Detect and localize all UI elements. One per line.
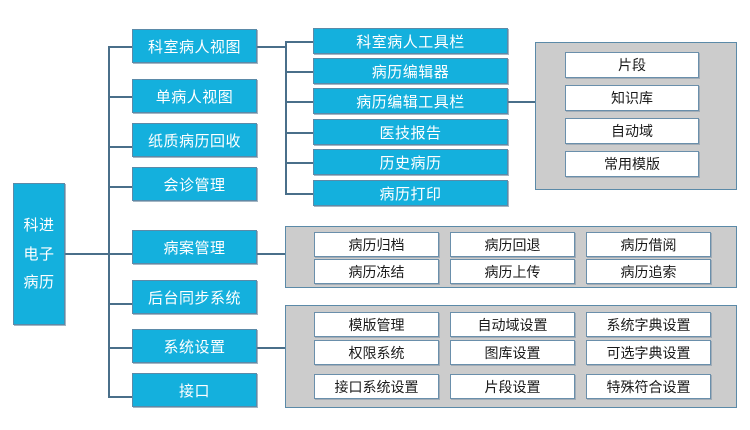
- root-line-3: 病历: [23, 273, 55, 292]
- leaf-auto-field[interactable]: 自动域: [565, 118, 699, 144]
- node-interface[interactable]: 接口: [132, 373, 257, 407]
- leaf-common-template[interactable]: 常用模版: [565, 151, 699, 177]
- leaf-label: 知识库: [611, 91, 653, 107]
- connector-settings-to-panel: [257, 347, 287, 349]
- connector-trunk-to-l2-2: [108, 96, 132, 98]
- leaf-label: 病历借阅: [620, 237, 677, 254]
- node-label: 接口: [178, 381, 210, 400]
- node-backend-sync-system[interactable]: 后台同步系统: [132, 280, 257, 314]
- leaf-label: 模版管理: [348, 317, 405, 334]
- root-line-1: 科进: [23, 216, 55, 235]
- node-label: 单病人视图: [155, 87, 234, 106]
- node-label: 医技报告: [379, 123, 442, 142]
- node-archive-management[interactable]: 病案管理: [132, 230, 257, 264]
- root-node[interactable]: 科进 电子 病历: [13, 183, 65, 325]
- leaf-label: 系统字典设置: [606, 317, 691, 334]
- leaf-auto-field-settings[interactable]: 自动域设置: [450, 312, 575, 337]
- leaf-fragment-settings[interactable]: 片段设置: [450, 374, 575, 399]
- node-label: 系统设置: [163, 337, 226, 356]
- node-dept-patient-view[interactable]: 科室病人视图: [132, 29, 257, 63]
- connector-l3-5: [285, 162, 315, 164]
- leaf-label: 病历回退: [484, 237, 541, 254]
- leaf-label: 自动域: [611, 124, 653, 140]
- leaf-record-borrow[interactable]: 病历借阅: [586, 232, 711, 257]
- leaf-label: 片段设置: [484, 379, 541, 396]
- leaf-label: 权限系统: [348, 345, 405, 362]
- node-label: 病历编辑器: [371, 62, 450, 81]
- leaf-label: 病历上传: [484, 264, 541, 281]
- connector-trunk-to-l2-8: [108, 396, 132, 398]
- connector-l3-4: [285, 132, 315, 134]
- node-paper-record-recycle[interactable]: 纸质病历回收: [132, 123, 257, 157]
- node-label: 科室病人视图: [147, 37, 241, 56]
- node-label: 病历打印: [379, 184, 442, 203]
- leaf-gallery-settings[interactable]: 图库设置: [450, 340, 575, 365]
- node-label: 后台同步系统: [147, 288, 241, 307]
- leaf-record-freeze[interactable]: 病历冻结: [314, 259, 439, 284]
- leaf-label: 接口系统设置: [334, 379, 419, 396]
- leaf-template-management[interactable]: 模版管理: [314, 312, 439, 337]
- connector-trunk-to-l2-6: [108, 303, 132, 305]
- node-label: 历史病历: [379, 153, 442, 172]
- connector-root-stub: [64, 253, 110, 255]
- connector-trunk-to-l2-4: [108, 186, 132, 188]
- leaf-label: 片段: [618, 58, 646, 74]
- node-record-editor-toolbar[interactable]: 病历编辑工具栏: [313, 88, 508, 114]
- connector-l2-1-out: [257, 46, 287, 48]
- leaf-record-return[interactable]: 病历回退: [450, 232, 575, 257]
- connector-trunk-to-l2-5: [108, 253, 132, 255]
- connector-l3-2: [285, 71, 315, 73]
- leaf-label: 图库设置: [484, 345, 541, 362]
- node-single-patient-view[interactable]: 单病人视图: [132, 79, 257, 113]
- node-label: 纸质病历回收: [147, 131, 241, 150]
- node-historical-records[interactable]: 历史病历: [313, 149, 508, 175]
- leaf-system-dictionary-settings[interactable]: 系统字典设置: [586, 312, 711, 337]
- leaf-permission-system[interactable]: 权限系统: [314, 340, 439, 365]
- connector-l3-6: [285, 193, 315, 195]
- leaf-knowledge-base[interactable]: 知识库: [565, 85, 699, 111]
- leaf-label: 特殊符合设置: [606, 379, 691, 396]
- node-label: 科室病人工具栏: [356, 32, 465, 51]
- leaf-label: 病历冻结: [348, 264, 405, 281]
- leaf-interface-system-settings[interactable]: 接口系统设置: [314, 374, 439, 399]
- connector-trunk-to-l2-3: [108, 146, 132, 148]
- leaf-record-upload[interactable]: 病历上传: [450, 259, 575, 284]
- leaf-fragment[interactable]: 片段: [565, 52, 699, 78]
- connector-main-trunk: [108, 46, 110, 397]
- connector-trunk-to-l2-1: [108, 46, 132, 48]
- leaf-selectable-dictionary-settings[interactable]: 可选字典设置: [586, 340, 711, 365]
- leaf-label: 病历归档: [348, 237, 405, 254]
- node-record-print[interactable]: 病历打印: [313, 180, 508, 206]
- node-consultation-management[interactable]: 会诊管理: [132, 167, 257, 201]
- leaf-special-symbol-settings[interactable]: 特殊符合设置: [586, 374, 711, 399]
- node-dept-patient-toolbar[interactable]: 科室病人工具栏: [313, 28, 508, 54]
- root-line-2: 电子: [23, 244, 55, 263]
- leaf-label: 自动域设置: [477, 317, 548, 334]
- connector-archive-to-panel: [257, 253, 287, 255]
- connector-trunk-to-l2-7: [108, 347, 132, 349]
- connector-l3-trunk: [285, 41, 287, 193]
- leaf-label: 可选字典设置: [606, 345, 691, 362]
- node-system-settings[interactable]: 系统设置: [132, 329, 257, 363]
- node-record-editor[interactable]: 病历编辑器: [313, 58, 508, 84]
- leaf-record-trace[interactable]: 病历追索: [586, 259, 711, 284]
- leaf-label: 常用模版: [604, 157, 660, 173]
- leaf-label: 病历追索: [620, 264, 677, 281]
- connector-l3-1: [285, 41, 315, 43]
- connector-l3-3: [285, 101, 315, 103]
- node-label: 病历编辑工具栏: [356, 92, 465, 111]
- node-medical-tech-report[interactable]: 医技报告: [313, 119, 508, 145]
- leaf-record-archiving[interactable]: 病历归档: [314, 232, 439, 257]
- connector-editor-toolbar-to-panel: [507, 101, 537, 103]
- node-label: 会诊管理: [163, 175, 226, 194]
- node-label: 病案管理: [163, 238, 226, 257]
